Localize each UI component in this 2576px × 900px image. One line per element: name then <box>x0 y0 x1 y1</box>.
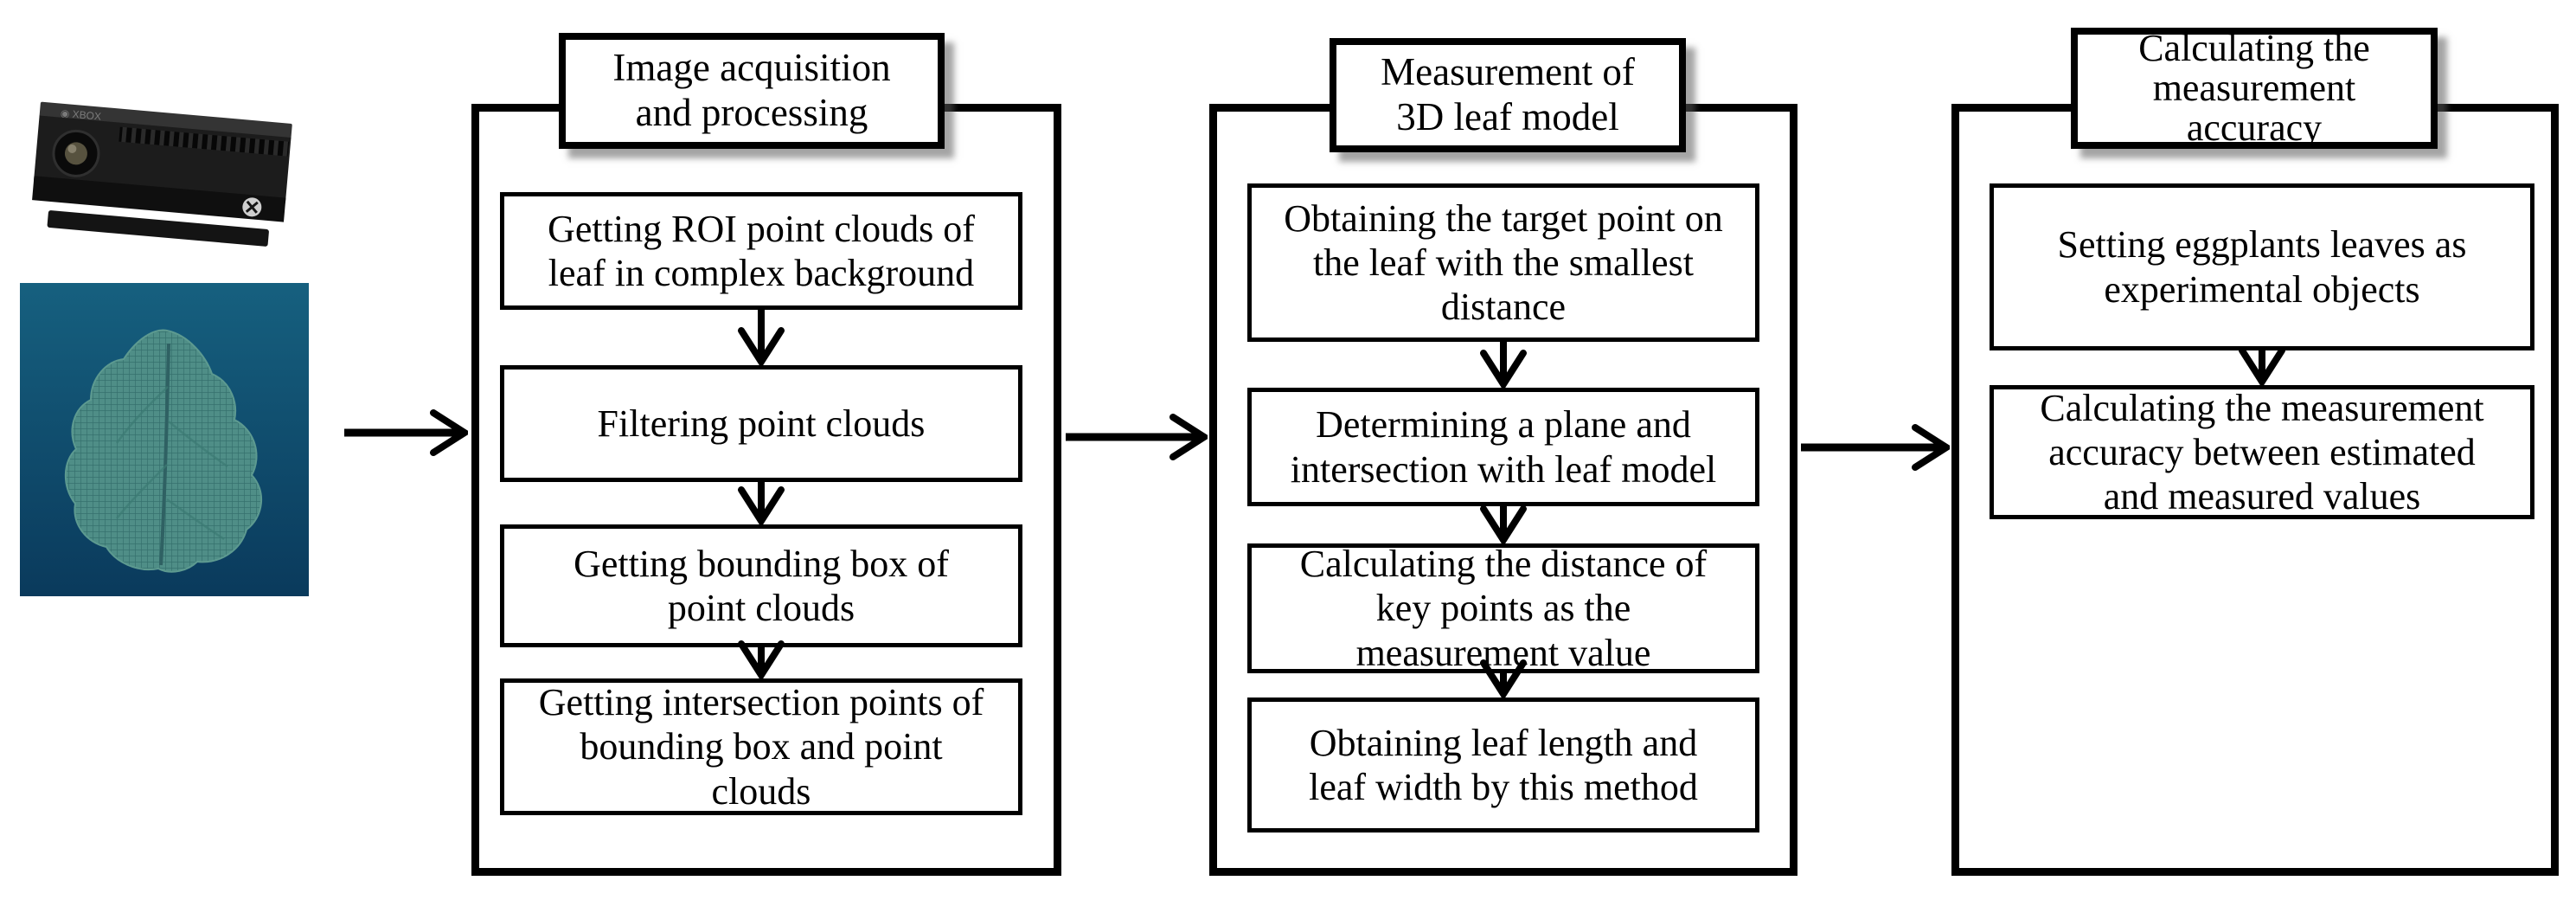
kinect-top-face <box>39 101 292 139</box>
step-intersection-points: Getting intersection points of bounding … <box>500 678 1022 815</box>
leaf-point-cloud-art <box>20 283 309 596</box>
kinect-sensor-art: ◉ XBOX <box>32 101 292 247</box>
step-leaf-length-width: Obtaining leaf length and leaf width by … <box>1247 698 1759 832</box>
stage-header-acquisition: Image acquisition and processing <box>559 33 945 149</box>
step-accuracy-estimated-measured: Calculating the measurement accuracy bet… <box>1990 385 2534 519</box>
stage-header-accuracy: Calculating the measurement accuracy <box>2071 28 2438 149</box>
leaf-midvein <box>159 343 170 566</box>
kinect-vent-grille <box>119 126 290 157</box>
step-eggplant-leaves: Setting eggplants leaves as experimental… <box>1990 183 2534 350</box>
step-target-point: Obtaining the target point on the leaf w… <box>1247 183 1759 342</box>
leaf-silhouette <box>64 329 263 573</box>
kinect-lower-bar <box>32 176 286 222</box>
step-roi-point-clouds: Getting ROI point clouds of leaf in comp… <box>500 192 1022 310</box>
step-determine-plane: Determining a plane and intersection wit… <box>1247 388 1759 506</box>
step-bounding-box: Getting bounding box of point clouds <box>500 524 1022 647</box>
step-filtering-point-clouds: Filtering point clouds <box>500 365 1022 482</box>
kinect-base-stand <box>47 210 269 247</box>
stage-header-measurement: Measurement of 3D leaf model <box>1330 38 1686 152</box>
kinect-sensor-image: ◉ XBOX <box>26 90 296 263</box>
step-distance-key-points: Calculating the distance of key points a… <box>1247 543 1759 674</box>
leaf-point-cloud-image <box>20 283 309 596</box>
leaf-side-veins <box>115 386 228 541</box>
